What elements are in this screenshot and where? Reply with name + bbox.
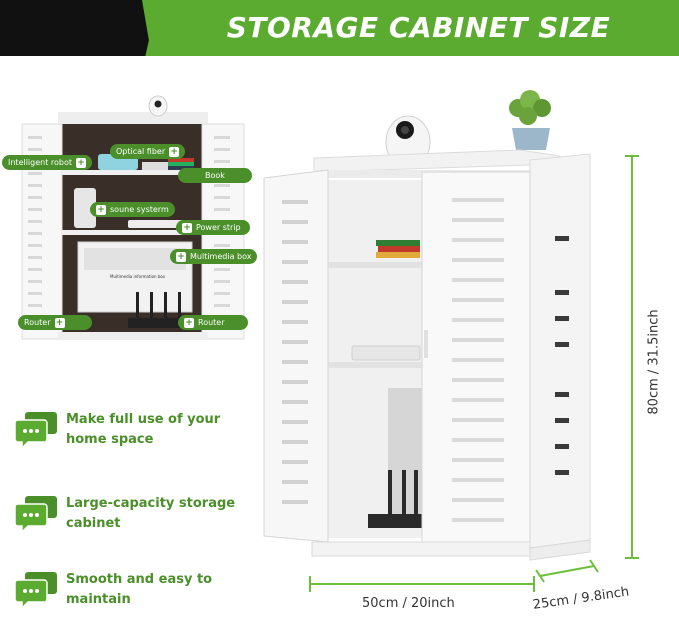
page-title: STORAGE CABINET SIZE (226, 11, 611, 44)
plus-icon: + (76, 157, 87, 168)
plus-icon: + (54, 317, 65, 328)
usage-detail-inset: Multimedia information box Intelligent r… (2, 92, 258, 347)
width-dimension-label: 50cm / 20inch (362, 596, 455, 611)
tag-multimedia-box: +Multimedia box (170, 249, 258, 264)
plus-icon: + (169, 146, 180, 157)
chat-bubbles-icon (14, 572, 57, 610)
dimension-lines (309, 155, 639, 592)
tag-router-left: Router+ (18, 315, 92, 330)
chat-bubbles-icon (14, 412, 57, 450)
header-banner: STORAGE CABINET SIZE (0, 0, 679, 56)
plus-icon: + (184, 317, 194, 328)
tag-power-strip: +Power strip (176, 220, 250, 235)
height-dimension-label: 80cm / 31.5inch (646, 309, 662, 415)
feature-text: Large-capacity storage cabinet (66, 496, 236, 531)
box-label: Multimedia information box (110, 274, 166, 279)
main-cabinet-illustration (263, 90, 639, 592)
feature-text: Smooth and easy to maintain (66, 572, 213, 607)
plus-icon: + (96, 204, 106, 215)
feature-text: Make full use of your home space (66, 412, 221, 447)
tag-intelligent-robot: Intelligent robot+ (2, 155, 93, 170)
plant-decoration (509, 90, 551, 150)
plus-icon: + (176, 251, 186, 262)
tag-book: Book (178, 168, 252, 183)
tag-router-right: +Router (178, 315, 248, 330)
tag-optical-fiber: Optical fiber+ (110, 144, 186, 159)
banner-dark-block (0, 0, 158, 56)
plus-icon: + (182, 222, 192, 233)
chat-bubbles-icon (14, 496, 57, 534)
tag-sound-system: +soune systerm (90, 202, 175, 217)
